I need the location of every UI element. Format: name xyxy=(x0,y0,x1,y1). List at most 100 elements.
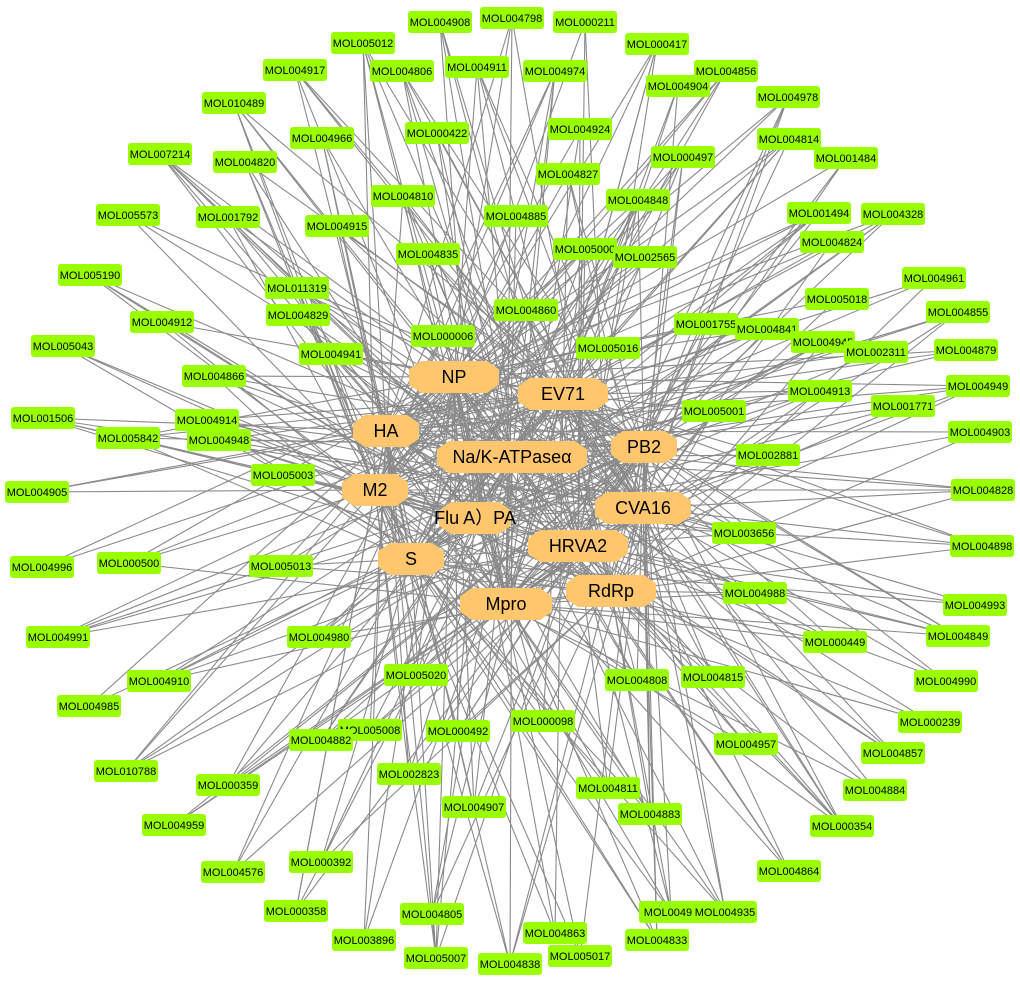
target-node[interactable]: NP xyxy=(409,361,499,393)
target-node[interactable]: S xyxy=(378,543,444,575)
compound-node[interactable]: MOL004841 xyxy=(735,318,799,340)
compound-node[interactable]: MOL004904 xyxy=(646,75,710,97)
compound-node[interactable]: MOL004993 xyxy=(943,594,1007,616)
compound-node[interactable]: MOL004848 xyxy=(606,189,670,211)
compound-node[interactable]: MOL010489 xyxy=(202,92,266,114)
compound-node[interactable]: MOL004805 xyxy=(400,903,464,925)
compound-node[interactable]: MOL004959 xyxy=(142,814,206,836)
compound-node[interactable]: MOL004835 xyxy=(396,243,460,265)
compound-node[interactable]: MOL002565 xyxy=(613,246,677,268)
compound-node[interactable]: MOL000358 xyxy=(264,900,328,922)
compound-node[interactable]: MOL004864 xyxy=(757,860,821,882)
compound-node[interactable]: MOL004814 xyxy=(757,128,821,150)
compound-node[interactable]: MOL005018 xyxy=(805,288,869,310)
compound-node[interactable]: MOL004913 xyxy=(788,380,852,402)
compound-node[interactable]: MOL002311 xyxy=(844,341,908,363)
compound-node[interactable]: MOL004882 xyxy=(289,729,353,751)
compound-node[interactable]: MOL004810 xyxy=(371,185,435,207)
compound-node[interactable]: MOL004957 xyxy=(714,733,778,755)
compound-node[interactable]: MOL004855 xyxy=(926,301,990,323)
compound-node[interactable]: MOL004849 xyxy=(926,625,990,647)
compound-node[interactable]: MOL004996 xyxy=(10,556,74,578)
compound-node[interactable]: MOL004798 xyxy=(480,7,544,29)
compound-node[interactable]: MOL003896 xyxy=(332,929,396,951)
compound-node[interactable]: MOL00491 xyxy=(639,901,703,923)
compound-node[interactable]: MOL005008 xyxy=(338,719,402,741)
compound-node[interactable]: MOL004978 xyxy=(756,86,820,108)
compound-node[interactable]: MOL004912 xyxy=(130,311,194,333)
compound-node[interactable]: MOL004828 xyxy=(951,479,1015,501)
compound-node[interactable]: MOL005190 xyxy=(58,264,122,286)
compound-node[interactable]: MOL000006 xyxy=(411,325,475,347)
compound-node[interactable]: MOL004903 xyxy=(948,421,1012,443)
compound-node[interactable]: MOL004911 xyxy=(445,56,509,78)
compound-node[interactable]: MOL005573 xyxy=(96,204,160,226)
compound-node[interactable]: MOL000392 xyxy=(289,851,353,873)
compound-node[interactable]: MOL005001 xyxy=(682,400,746,422)
compound-node[interactable]: MOL000354 xyxy=(810,815,874,837)
target-node[interactable]: EV71 xyxy=(518,378,608,410)
target-node[interactable]: Flu A）PA xyxy=(434,502,516,534)
compound-node[interactable]: MOL007214 xyxy=(128,143,192,165)
compound-node[interactable]: MOL004948 xyxy=(187,429,251,451)
compound-node[interactable]: MOL004833 xyxy=(625,929,689,951)
compound-node[interactable]: MOL005020 xyxy=(384,664,448,686)
compound-node[interactable]: MOL004949 xyxy=(946,375,1010,397)
compound-node[interactable]: MOL001771 xyxy=(871,395,935,417)
compound-node[interactable]: MOL001792 xyxy=(196,206,260,228)
compound-node[interactable]: MOL004884 xyxy=(843,779,907,801)
compound-node[interactable]: MOL004907 xyxy=(442,796,506,818)
compound-node[interactable]: MOL004988 xyxy=(723,582,787,604)
target-node[interactable]: M2 xyxy=(342,474,408,506)
compound-node[interactable]: MOL005012 xyxy=(331,32,395,54)
compound-node[interactable]: MOL004806 xyxy=(370,60,434,82)
compound-node[interactable]: MOL004808 xyxy=(605,669,669,691)
compound-node[interactable]: MOL004866 xyxy=(182,365,246,387)
compound-node[interactable]: MOL000500 xyxy=(97,552,161,574)
compound-node[interactable]: MOL005013 xyxy=(249,555,313,577)
compound-node[interactable]: MOL004935 xyxy=(693,901,757,923)
compound-node[interactable]: MOL004838 xyxy=(478,953,542,975)
compound-node[interactable]: MOL004961 xyxy=(902,267,966,289)
compound-node[interactable]: MOL004915 xyxy=(305,215,369,237)
compound-node[interactable]: MOL005016 xyxy=(576,337,640,359)
compound-node[interactable]: MOL000417 xyxy=(625,33,689,55)
target-node[interactable]: CVA16 xyxy=(595,492,691,524)
compound-node[interactable]: MOL004941 xyxy=(299,343,363,365)
compound-node[interactable]: MOL000359 xyxy=(196,774,260,796)
compound-node[interactable]: MOL005007 xyxy=(404,947,468,969)
compound-node[interactable]: MOL001494 xyxy=(787,202,851,224)
compound-node[interactable]: MOL011319 xyxy=(265,277,329,299)
compound-node[interactable]: MOL000422 xyxy=(405,122,469,144)
compound-node[interactable]: MOL000211 xyxy=(553,11,617,33)
compound-node[interactable]: MOL000239 xyxy=(898,711,962,733)
compound-node[interactable]: MOL004980 xyxy=(287,626,351,648)
compound-node[interactable]: MOL004860 xyxy=(494,299,558,321)
target-node[interactable]: PB2 xyxy=(611,431,677,463)
compound-node[interactable]: MOL004908 xyxy=(408,11,472,33)
compound-node[interactable]: MOL005842 xyxy=(96,427,160,449)
compound-node[interactable]: MOL004824 xyxy=(800,231,864,253)
compound-node[interactable]: MOL004991 xyxy=(26,626,90,648)
compound-node[interactable]: MOL001755 xyxy=(674,313,738,335)
compound-node[interactable]: MOL004820 xyxy=(213,151,277,173)
compound-node[interactable]: MOL004924 xyxy=(548,118,612,140)
compound-node[interactable]: MOL004990 xyxy=(914,670,978,692)
target-node[interactable]: Na/K-ATPaseα xyxy=(437,441,587,473)
compound-node[interactable]: MOL004914 xyxy=(175,409,239,431)
compound-node[interactable]: MOL000449 xyxy=(803,631,867,653)
compound-node[interactable]: MOL004857 xyxy=(861,742,925,764)
target-node[interactable]: HRVA2 xyxy=(528,530,628,562)
compound-node[interactable]: MOL004827 xyxy=(536,163,600,185)
compound-node[interactable]: MOL004885 xyxy=(484,205,548,227)
compound-node[interactable]: MOL001484 xyxy=(814,147,878,169)
compound-node[interactable]: MOL004829 xyxy=(266,304,330,326)
compound-node[interactable]: MOL005043 xyxy=(31,335,95,357)
compound-node[interactable]: MOL004905 xyxy=(5,481,69,503)
compound-node[interactable]: MOL004945 xyxy=(791,331,855,353)
compound-node[interactable]: MOL000098 xyxy=(511,710,575,732)
compound-node[interactable]: MOL005000 xyxy=(553,238,617,260)
target-node[interactable]: RdRp xyxy=(566,575,656,607)
compound-node[interactable]: MOL004898 xyxy=(950,535,1014,557)
compound-node[interactable]: MOL000492 xyxy=(426,720,490,742)
